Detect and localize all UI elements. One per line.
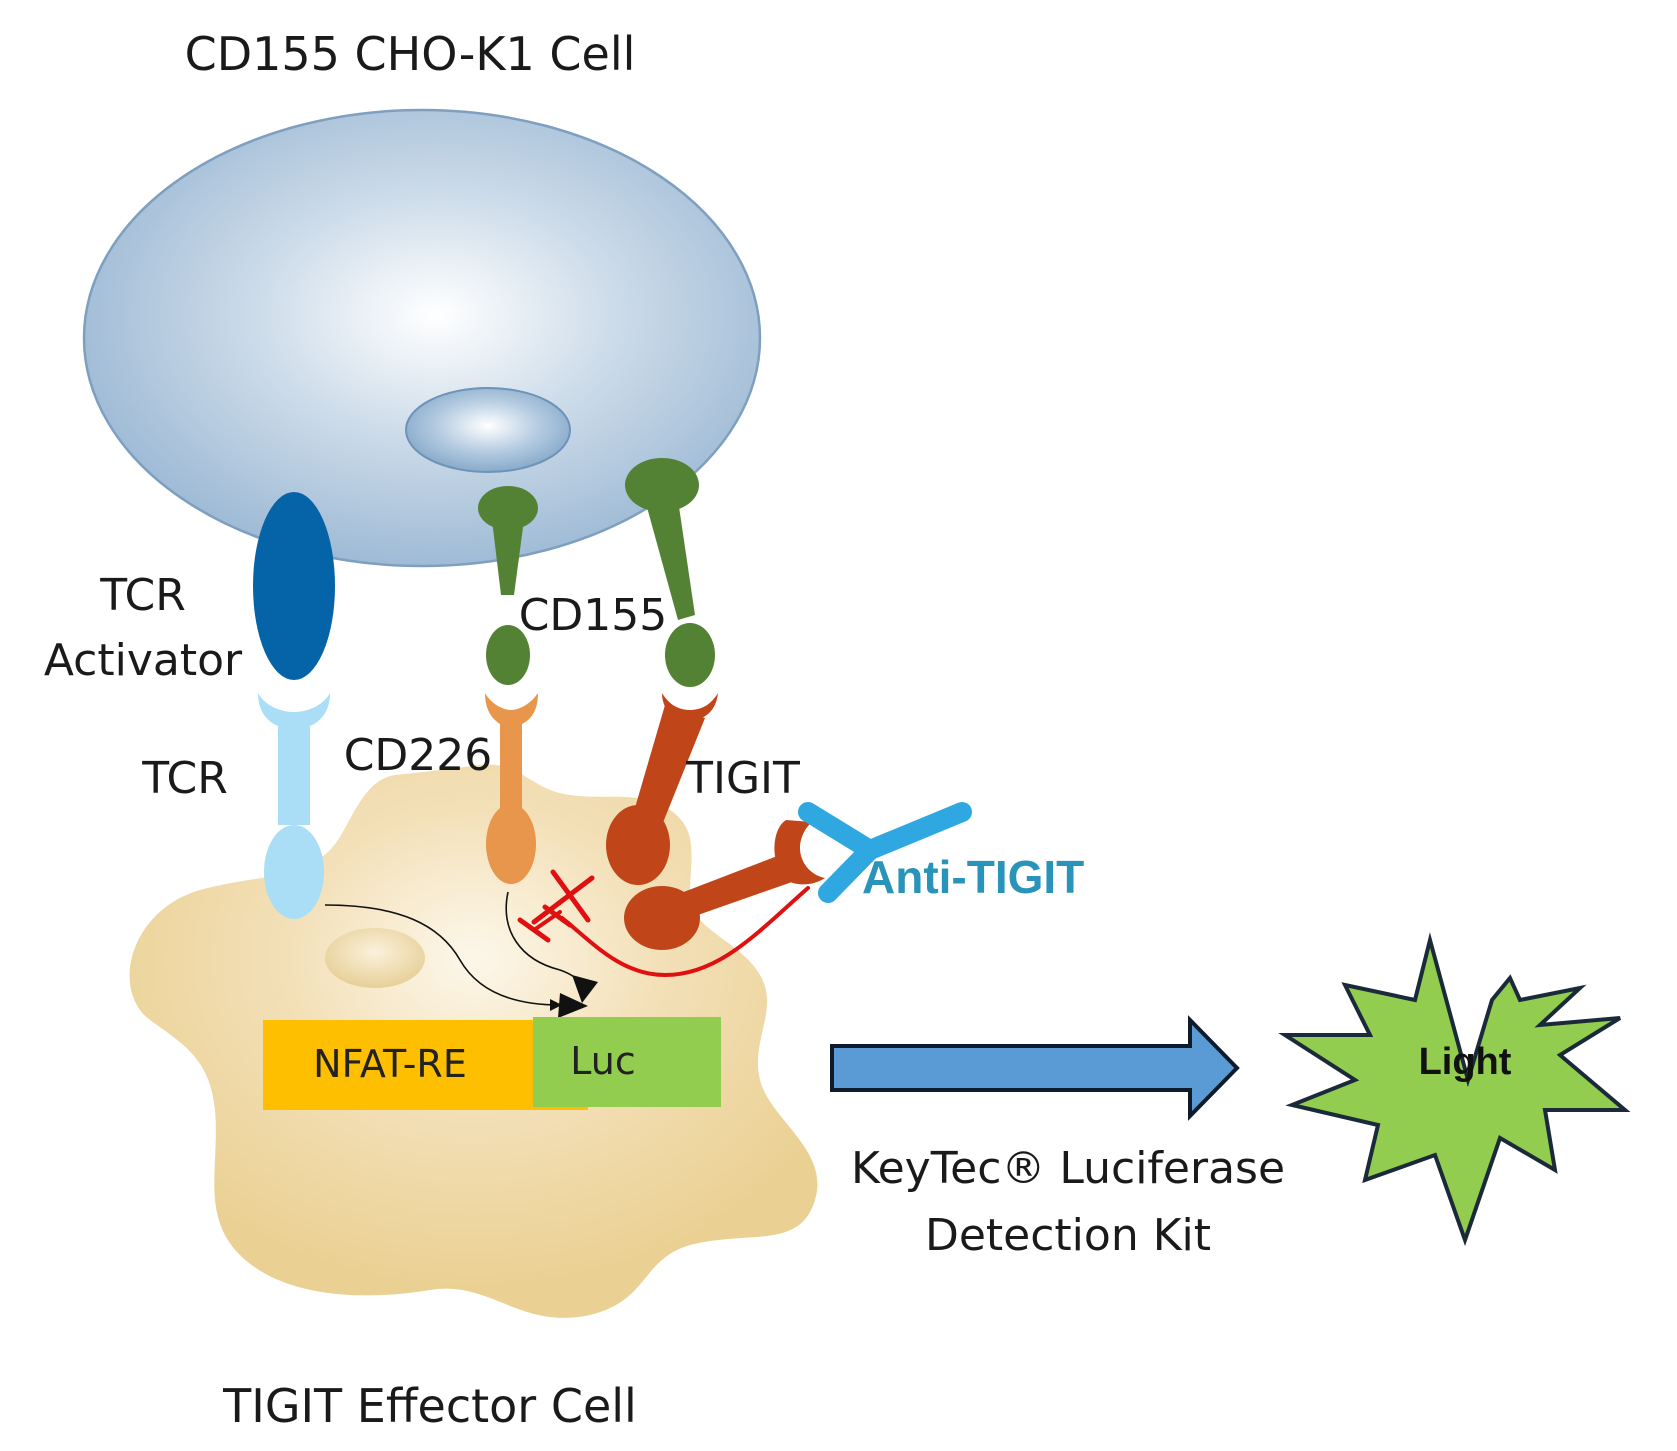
light-label: Light (1419, 1041, 1512, 1083)
anti-tigit-antibody (798, 802, 972, 903)
tigit-antibody-bound (624, 820, 825, 950)
effector-nucleus (325, 928, 425, 988)
tcr-activator-label-line2: Activator (44, 635, 243, 686)
cho-k1-cell (82, 108, 762, 568)
cd155-right (625, 458, 715, 687)
cd226-receptor (485, 693, 538, 884)
luc-box (533, 1017, 721, 1107)
tigit-receptor (606, 693, 718, 885)
cd155-left (478, 486, 538, 685)
tcr-receptor (258, 693, 330, 919)
inhibition-symbol (517, 869, 810, 978)
light-starburst (1278, 932, 1631, 1247)
anti-tigit-label: Anti-TIGIT (862, 851, 1084, 903)
cho-nucleus (405, 387, 571, 473)
cd226-label: CD226 (344, 730, 493, 781)
tcr-label: TCR (141, 753, 228, 804)
tcr-activator (253, 492, 335, 680)
cho-cell-title: CD155 CHO-K1 Cell (185, 27, 636, 81)
signal-arrowheads (558, 975, 598, 1018)
process-arrow (830, 1015, 1240, 1121)
tcr-activator-label-line1: TCR (99, 570, 186, 621)
tigit-label: TIGIT (685, 753, 800, 804)
luc-label: Luc (570, 1039, 635, 1083)
kit-label-line2: Detection Kit (925, 1210, 1211, 1261)
effector-cell-title: TIGIT Effector Cell (222, 1379, 637, 1433)
cd155-label: CD155 (519, 590, 668, 641)
nfat-re-label: NFAT-RE (313, 1042, 467, 1086)
kit-label-line1: KeyTec® Luciferase (851, 1143, 1285, 1194)
